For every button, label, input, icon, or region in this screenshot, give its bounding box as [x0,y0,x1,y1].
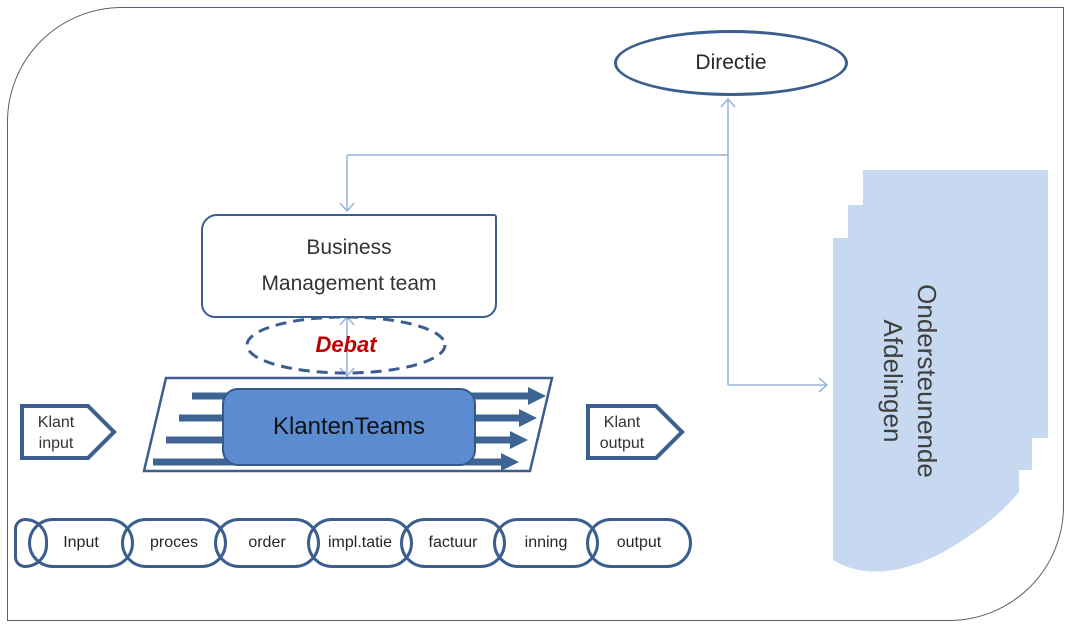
supporting-departments-label: Ondersteunende Afdelingen [876,231,944,531]
process-step-input: Input [28,518,134,568]
business-management-team-node: Business Management team [201,214,497,318]
flow-arrow-head [510,431,528,449]
process-step-implementatie: impl.tatie [307,518,413,568]
supporting-departments-shape [833,170,1048,572]
directie-label: Directie [695,51,767,74]
process-step-label: factuur [428,534,478,551]
arrowhead-right-support [818,377,829,393]
process-step-proces: proces [121,518,227,568]
process-step-label: output [616,534,662,551]
arrowhead-down-bm [339,202,355,213]
klant-output-line1: Klant [603,414,641,431]
process-step-label: Input [63,534,99,551]
process-step-label: proces [149,534,199,551]
supporting-line1: Ondersteunende [912,284,942,478]
klanten-teams-label: KlantenTeams [272,413,426,440]
diagram-frame [7,7,1064,621]
process-step-factuur: factuur [400,518,506,568]
klant-output-pentagon [586,404,685,460]
klant-input-line2: input [38,435,74,452]
arrowhead-up-directie [720,97,736,108]
process-step-label: order [248,534,286,551]
klant-output-label: Klant output [588,409,656,457]
flow-arrow-head [528,387,546,405]
process-step-order: order [214,518,320,568]
supporting-line2: Afdelingen [878,319,908,443]
process-step-label: impl.tatie [327,534,393,551]
debat-text: Debat [315,332,377,357]
connector-lines [339,97,829,393]
bm-team-line1: Business [306,236,392,259]
klant-input-pentagon [20,404,117,460]
process-step-label: inning [524,534,568,551]
arrowhead-down-teams [339,367,355,378]
flow-arrow-head [519,409,537,427]
debat-ellipse [245,315,447,375]
process-step-inning: inning [493,518,599,568]
debat-label: Debat [247,317,445,373]
klanten-teams-node: KlantenTeams [222,388,476,466]
bm-team-line2: Management team [261,272,437,295]
klant-input-line1: Klant [37,414,75,431]
directie-node: Directie [614,30,848,96]
process-step-output: output [586,518,692,568]
klant-input-label: Klant input [22,409,90,457]
flow-arrow-head [501,453,519,471]
klant-output-line2: output [599,435,645,452]
